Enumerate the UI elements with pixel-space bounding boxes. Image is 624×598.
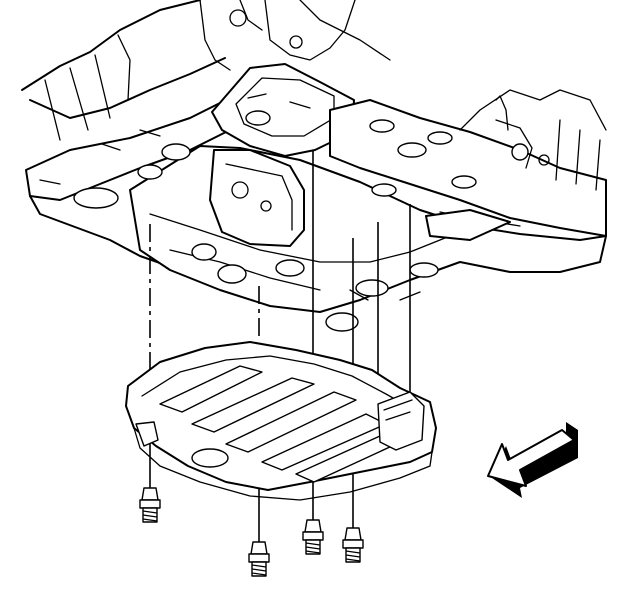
bolt-4 <box>342 527 364 563</box>
vehicle-frame-structure <box>21 0 607 332</box>
bolt-1 <box>139 487 161 523</box>
skid-plate <box>125 341 437 501</box>
front-of-vehicle-arrow <box>487 422 578 498</box>
bolt-3 <box>302 519 324 555</box>
bolt-2 <box>248 541 270 577</box>
